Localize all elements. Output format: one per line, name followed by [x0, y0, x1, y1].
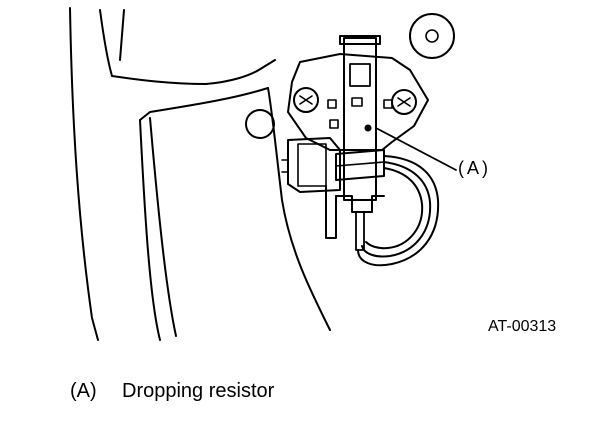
resistor-body: [343, 37, 377, 201]
body-panel-line: [149, 117, 177, 337]
mounting-plate: [287, 53, 429, 151]
wire-harness: [361, 161, 432, 258]
figure-id: AT-00313: [488, 318, 557, 335]
legend-key: (A): [70, 380, 97, 402]
clamp-band: [335, 149, 385, 181]
body-hole: [245, 109, 275, 139]
body-panel-line: [205, 59, 276, 85]
legend: (A) Dropping resistor: [70, 380, 274, 403]
legend-text: Dropping resistor: [122, 380, 275, 402]
body-panel-line: [139, 87, 269, 121]
wire-harness: [357, 155, 440, 267]
mounting-screw: [293, 87, 319, 113]
body-panel-line: [119, 9, 125, 61]
wire-harness: [365, 167, 424, 250]
body-hole-inner: [425, 29, 439, 43]
body-panel-line: [99, 9, 113, 77]
lower-bracket: [325, 185, 337, 239]
body-panel-line: [111, 75, 207, 85]
body-panel-line: [69, 7, 99, 341]
body-hole: [409, 13, 455, 59]
body-panel-line: [139, 119, 161, 341]
callout-leader-line: [375, 127, 457, 171]
body-panel-line: [267, 87, 331, 331]
connector-block: [287, 137, 341, 193]
callout-label-a: (A): [458, 158, 491, 178]
